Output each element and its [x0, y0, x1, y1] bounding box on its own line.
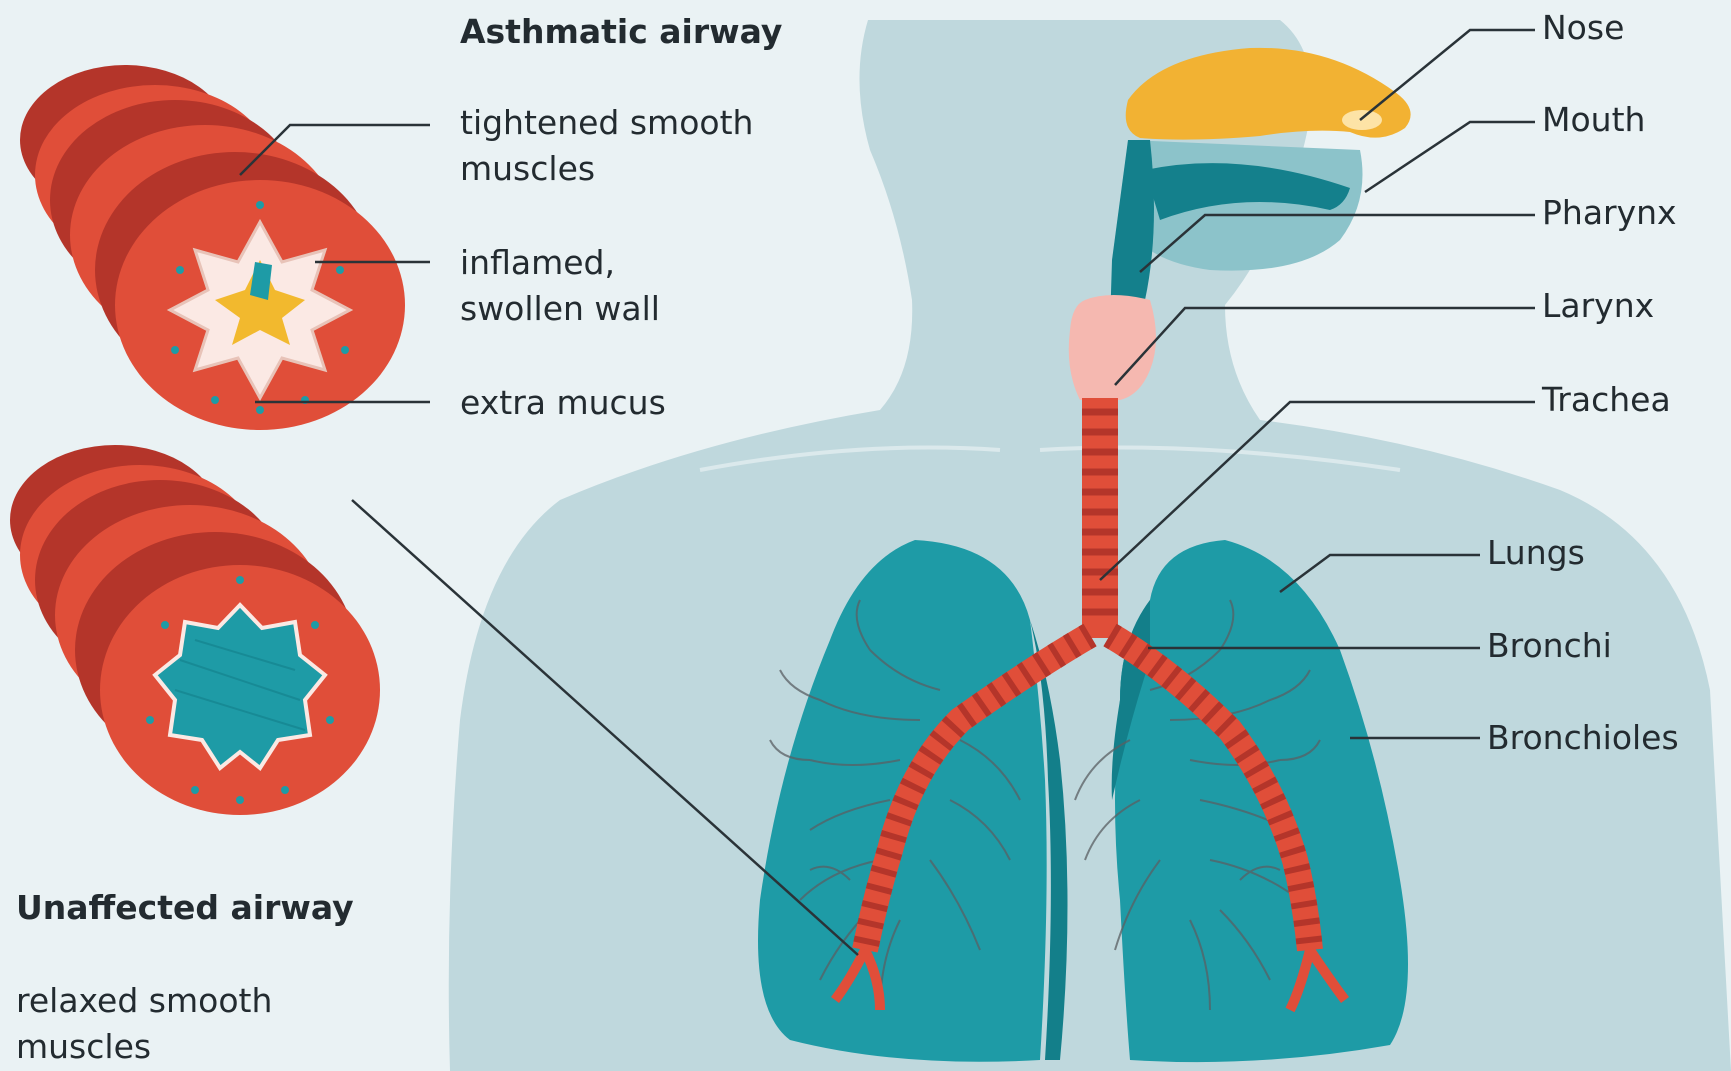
label-pharynx: Pharynx [1542, 193, 1677, 233]
label-inflamed-swollen-wall: inflamed, swollen wall [460, 240, 660, 332]
asthmatic-airway-heading: Asthmatic airway [460, 12, 782, 52]
nostril [1342, 110, 1382, 130]
label-bronchi: Bronchi [1487, 626, 1612, 666]
label-lungs: Lungs [1487, 533, 1585, 573]
asthmatic-airway-illustration [20, 65, 405, 430]
label-nose: Nose [1542, 8, 1624, 48]
label-extra-mucus: extra mucus [460, 380, 666, 426]
label-larynx: Larynx [1542, 286, 1654, 326]
unaffected-airway-illustration [10, 445, 380, 815]
trachea [1082, 398, 1118, 638]
label-mouth: Mouth [1542, 100, 1645, 140]
label-relaxed-smooth-muscles: relaxed smooth muscles [16, 978, 272, 1070]
label-trachea: Trachea [1542, 380, 1671, 420]
unaffected-airway-heading: Unaffected airway [16, 888, 354, 928]
label-tightened-smooth-muscles: tightened smooth muscles [460, 100, 753, 192]
label-bronchioles: Bronchioles [1487, 718, 1679, 758]
